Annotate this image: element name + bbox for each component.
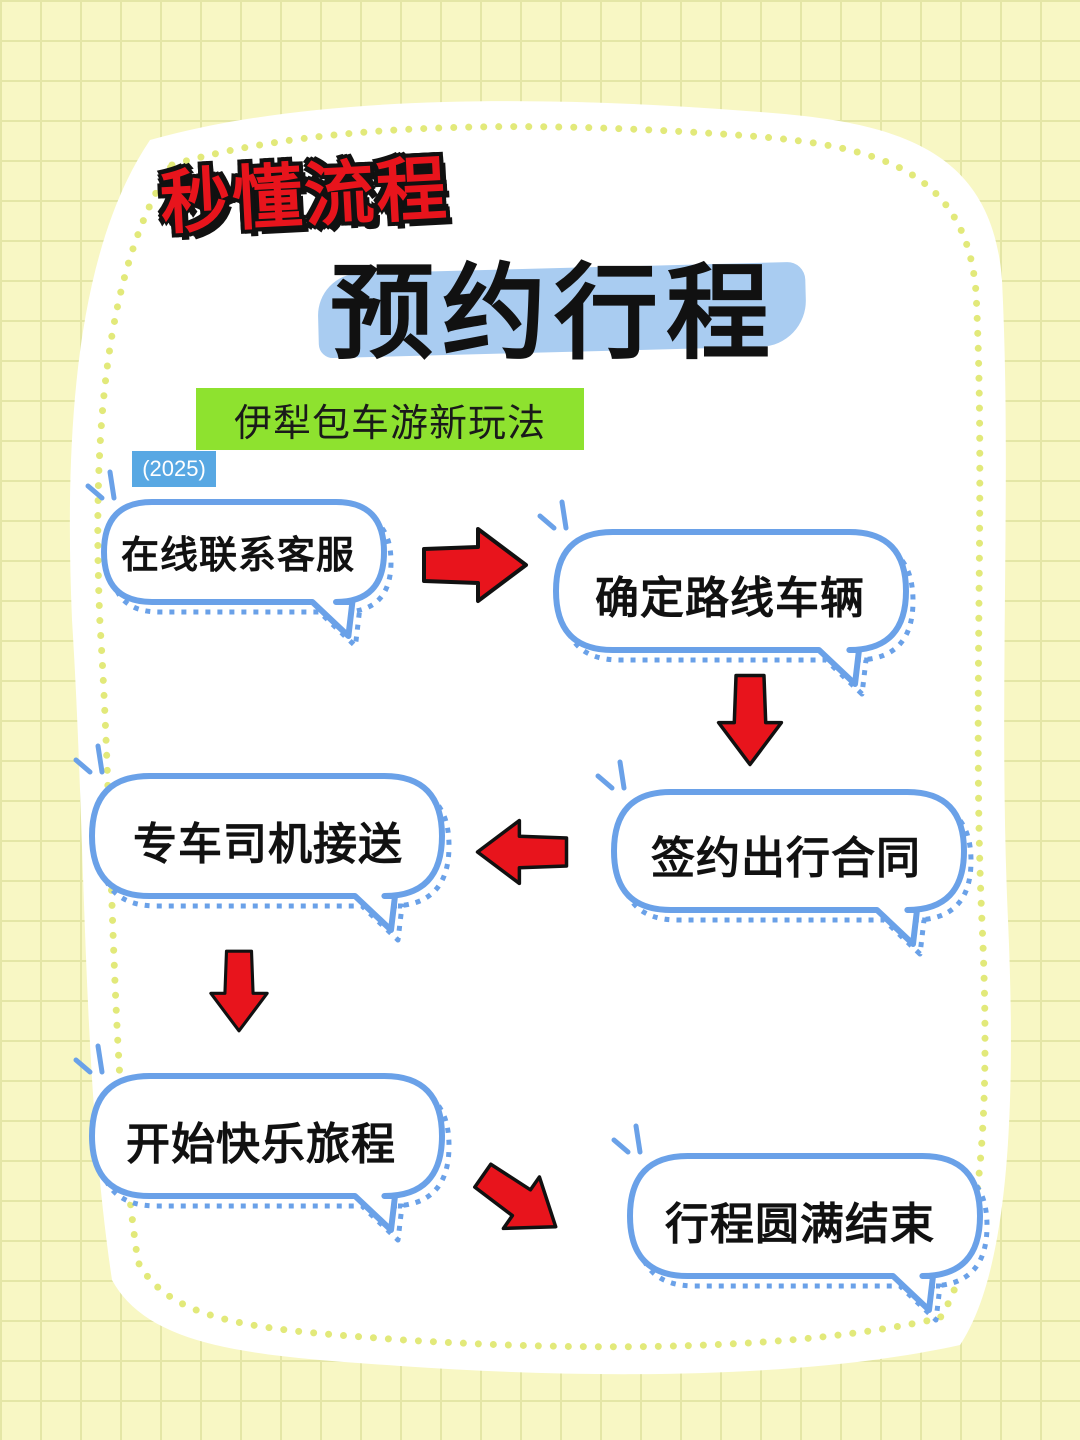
step-label: 行程圆满结束: [665, 1199, 935, 1250]
year-label: (2025): [142, 456, 206, 481]
speech-bubble-icon: [73, 743, 452, 943]
step-label: 在线联系客服: [120, 533, 355, 577]
step-label: 确定路线车辆: [595, 573, 865, 624]
subtitle: 伊犁包车游新玩法: [233, 400, 546, 445]
step-label: 专车司机接送: [133, 819, 403, 870]
speech-bubble-icon: [73, 1043, 452, 1243]
subtitle-band: 伊犁包车游新玩法: [196, 388, 584, 450]
page-title: 预约行程: [330, 252, 779, 374]
speech-bubble-icon: [611, 1123, 990, 1323]
step-label: 开始快乐旅程: [126, 1119, 396, 1170]
card-dotted-border: [94, 123, 989, 1351]
headline: 秒懂流程: [158, 147, 451, 245]
step-label: 签约出行合同: [651, 833, 921, 884]
speech-bubble-icon: [537, 499, 916, 697]
speech-bubble-icon: [595, 759, 974, 957]
speech-bubble-icon: [85, 469, 394, 649]
year-badge: (2025): [132, 451, 216, 487]
